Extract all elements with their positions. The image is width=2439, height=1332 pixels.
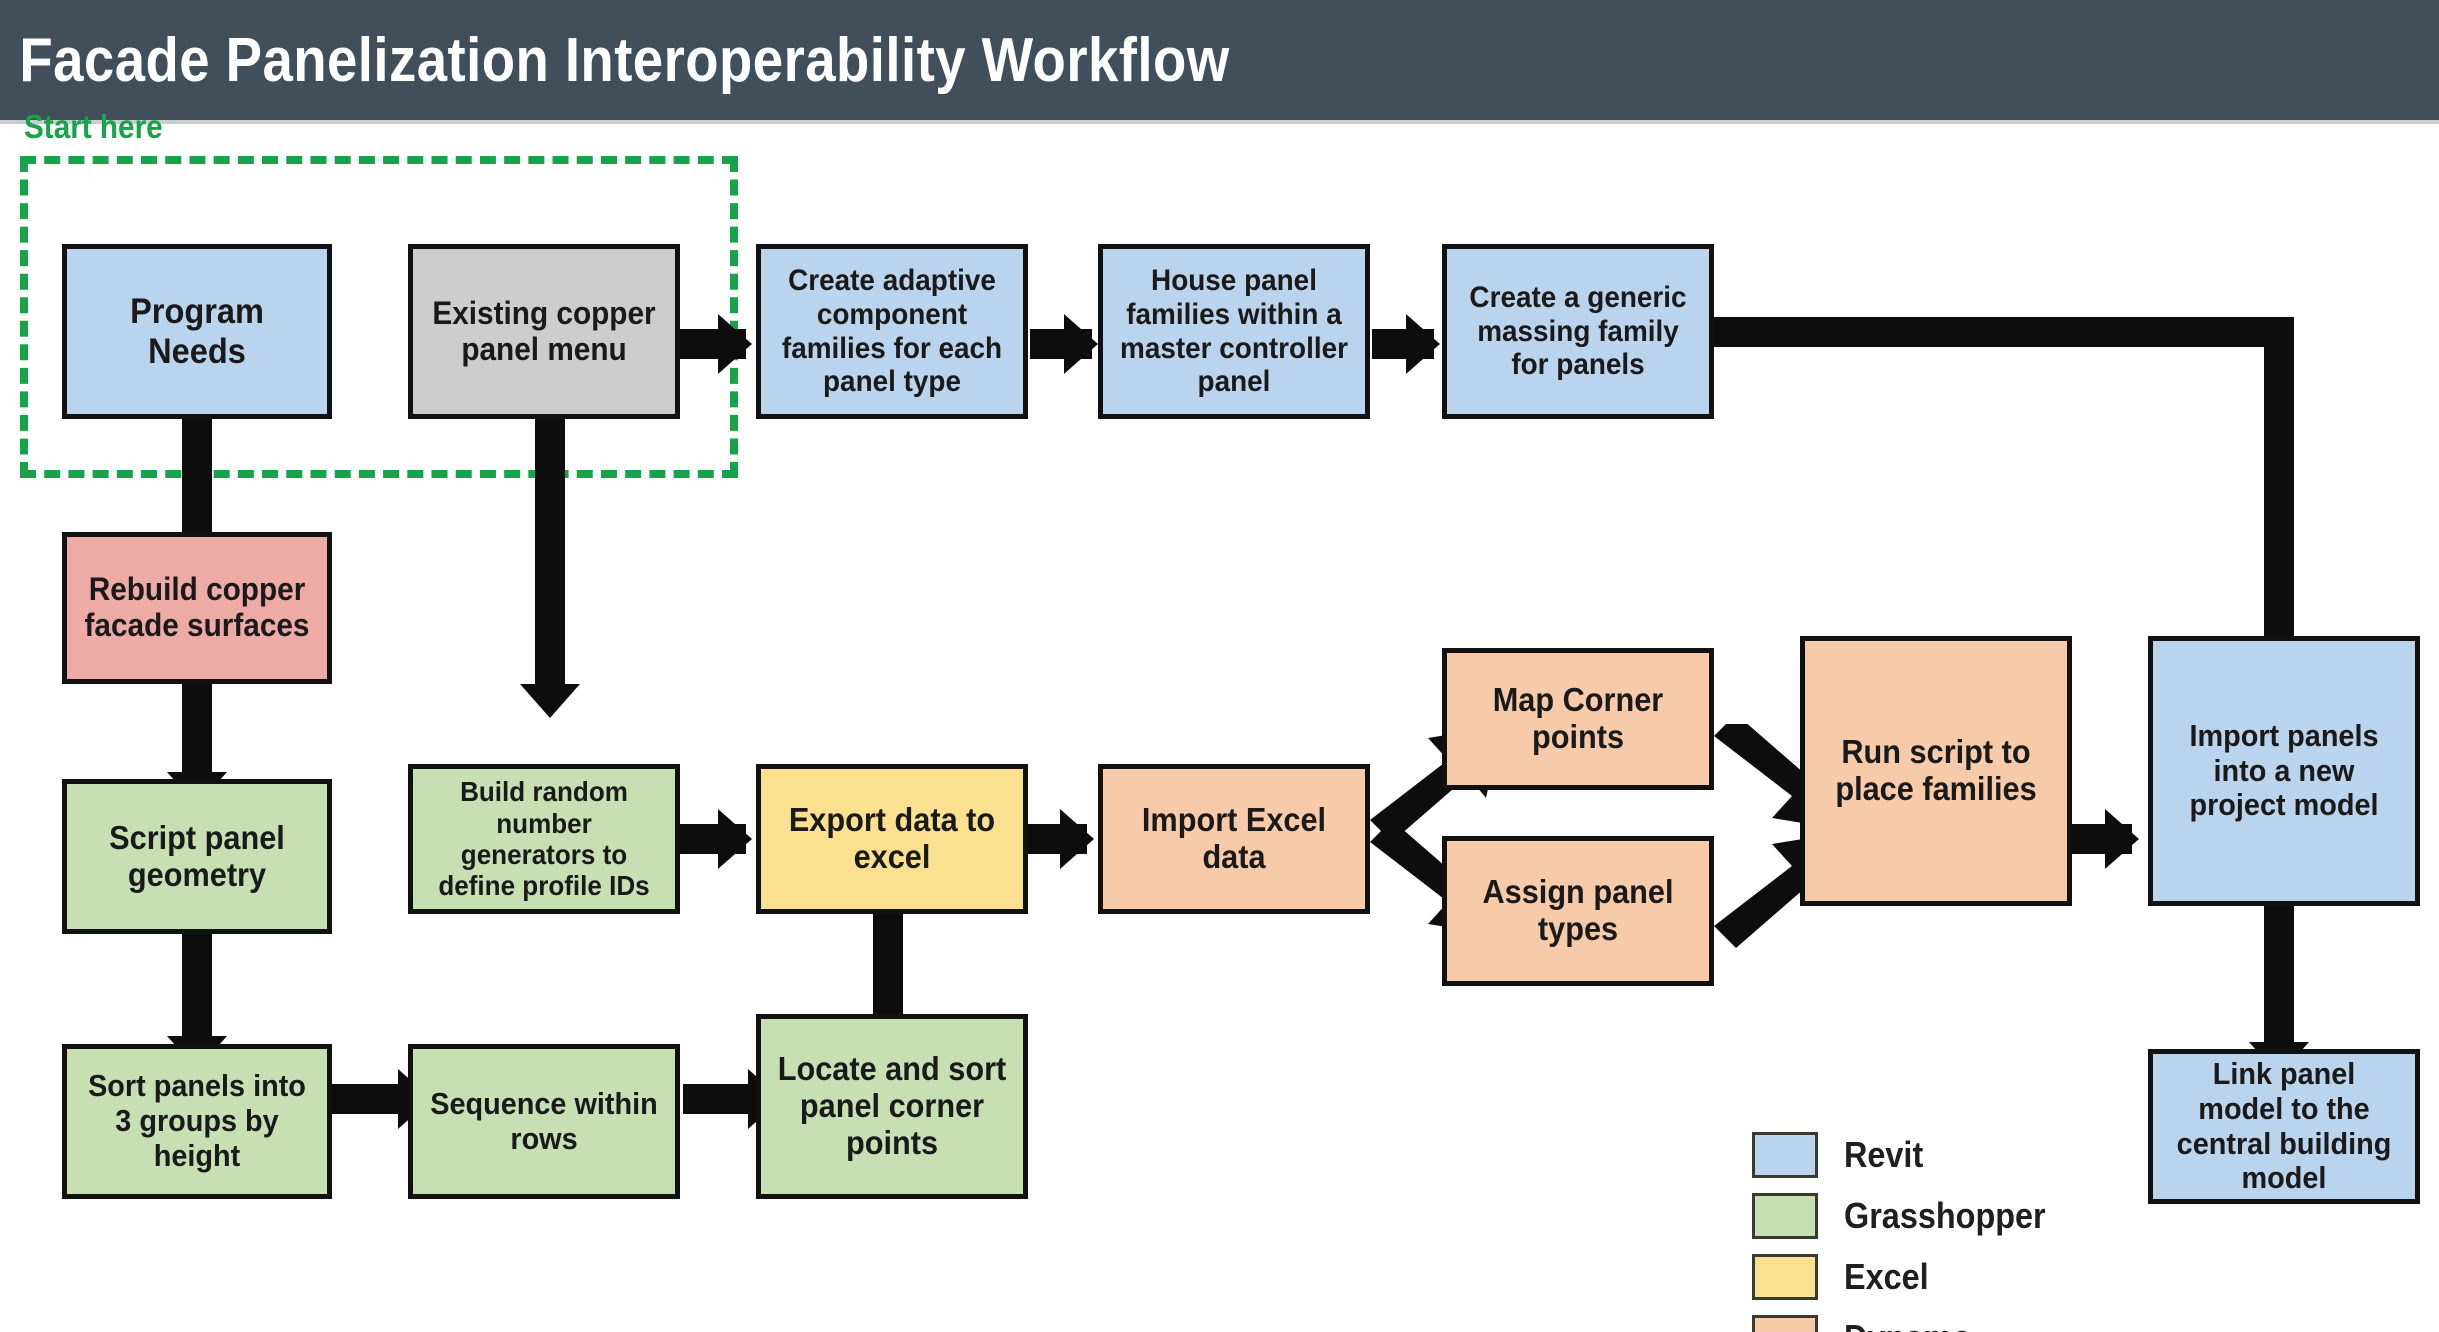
title-bar: Facade Panelization Interoperability Wor…	[0, 0, 2439, 120]
legend-label-revit: Revit	[1844, 1133, 1924, 1175]
node-map-corner-points-label: Map Corner points	[1492, 681, 1664, 755]
node-link-panel-model[interactable]: Link panel model to the central building…	[2148, 1049, 2420, 1204]
node-house-panel-families[interactable]: House panel families within a master con…	[1098, 244, 1370, 419]
legend-swatch-dynamo	[1752, 1314, 1818, 1332]
node-sequence-within-rows[interactable]: Sequence within rows	[408, 1044, 680, 1199]
legend-swatch-grasshopper	[1752, 1192, 1818, 1239]
edge-importpanels-to-link	[2264, 889, 2294, 1049]
node-map-corner-points[interactable]: Map Corner points	[1442, 648, 1714, 790]
node-rebuild-copper-facade-label: Rebuild copper facade surfaces	[84, 571, 310, 643]
edge-existing-to-build-arrowhead	[520, 684, 580, 718]
node-import-panels-new-project[interactable]: Import panels into a new project model	[2148, 636, 2420, 906]
node-sort-panels-groups-label: Sort panels into 3 groups by height	[88, 1068, 306, 1173]
node-sort-panels-groups[interactable]: Sort panels into 3 groups by height	[62, 1044, 332, 1199]
node-existing-copper-panel-menu[interactable]: Existing copper panel menu	[408, 244, 680, 419]
node-locate-sort-corner-points[interactable]: Locate and sort panel corner points	[756, 1014, 1028, 1199]
legend-item-dynamo: Dynamo	[1752, 1307, 2068, 1332]
edge-generic-to-import-h	[1714, 317, 2294, 347]
node-create-adaptive-families[interactable]: Create adaptive component families for e…	[756, 244, 1028, 419]
node-create-generic-massing-label: Create a generic massing family for pane…	[1469, 281, 1687, 382]
node-assign-panel-types[interactable]: Assign panel types	[1442, 836, 1714, 986]
node-create-generic-massing[interactable]: Create a generic massing family for pane…	[1442, 244, 1714, 419]
node-import-excel-data[interactable]: Import Excel data	[1098, 764, 1370, 914]
node-export-data-to-excel-label: Export data to excel	[788, 801, 996, 875]
legend-item-excel: Excel	[1752, 1246, 2068, 1307]
edge-house-to-generic-arrowhead	[1406, 314, 1440, 374]
header-divider	[0, 120, 2439, 124]
node-link-panel-model-label: Link panel model to the central building…	[2176, 1056, 2392, 1196]
edge-runscript-to-importpanels-arrowhead	[2105, 809, 2139, 869]
node-build-random-generators[interactable]: Build random number generators to define…	[408, 764, 680, 914]
node-program-needs-label: Program Needs	[130, 292, 264, 371]
edge-script-to-sort	[182, 914, 212, 1044]
node-import-panels-new-project-label: Import panels into a new project model	[2189, 717, 2379, 823]
edge-sort-to-sequence	[332, 1084, 404, 1114]
node-run-script-place-families[interactable]: Run script to place families	[1800, 636, 2072, 906]
node-program-needs[interactable]: Program Needs	[62, 244, 332, 419]
edge-build-to-export-arrowhead	[718, 809, 752, 869]
node-run-script-place-families-label: Run script to place families	[1835, 733, 2037, 807]
node-build-random-generators-label: Build random number generators to define…	[438, 776, 650, 902]
legend-swatch-revit	[1752, 1131, 1818, 1178]
page-title: Facade Panelization Interoperability Wor…	[19, 25, 1230, 95]
edge-sequence-to-locate	[683, 1084, 755, 1114]
node-assign-panel-types-label: Assign panel types	[1482, 873, 1674, 947]
node-script-panel-geometry-label: Script panel geometry	[109, 818, 285, 893]
edge-generic-to-import-v	[2264, 317, 2294, 695]
legend-item-grasshopper: Grasshopper	[1752, 1185, 2068, 1246]
flowchart-canvas: Start here	[0, 108, 2439, 1332]
node-locate-sort-corner-points-label: Locate and sort panel corner points	[777, 1050, 1007, 1161]
legend-label-excel: Excel	[1844, 1255, 1929, 1297]
node-house-panel-families-label: House panel families within a master con…	[1120, 264, 1348, 399]
node-existing-copper-panel-menu-label: Existing copper panel menu	[432, 294, 656, 367]
node-script-panel-geometry[interactable]: Script panel geometry	[62, 779, 332, 934]
edge-existing-to-build	[535, 414, 565, 690]
edge-adaptive-to-house-arrowhead	[1064, 314, 1098, 374]
edge-export-to-importexcel-arrowhead	[1060, 809, 1094, 869]
legend-label-dynamo: Dynamo	[1844, 1317, 1972, 1332]
node-export-data-to-excel[interactable]: Export data to excel	[756, 764, 1028, 914]
edge-existing-to-adaptive-arrowhead	[718, 314, 752, 374]
legend-item-revit: Revit	[1752, 1124, 2068, 1185]
legend-label-grasshopper: Grasshopper	[1844, 1194, 2046, 1236]
node-create-adaptive-families-label: Create adaptive component families for e…	[781, 264, 1003, 399]
node-rebuild-copper-facade[interactable]: Rebuild copper facade surfaces	[62, 532, 332, 684]
node-sequence-within-rows-label: Sequence within rows	[430, 1085, 658, 1156]
node-import-excel-data-label: Import Excel data	[1141, 801, 1327, 875]
legend: Revit Grasshopper Excel Dynamo Rhino	[1752, 1124, 2068, 1332]
start-here-label: Start here	[24, 108, 163, 145]
legend-swatch-excel	[1752, 1253, 1818, 1300]
